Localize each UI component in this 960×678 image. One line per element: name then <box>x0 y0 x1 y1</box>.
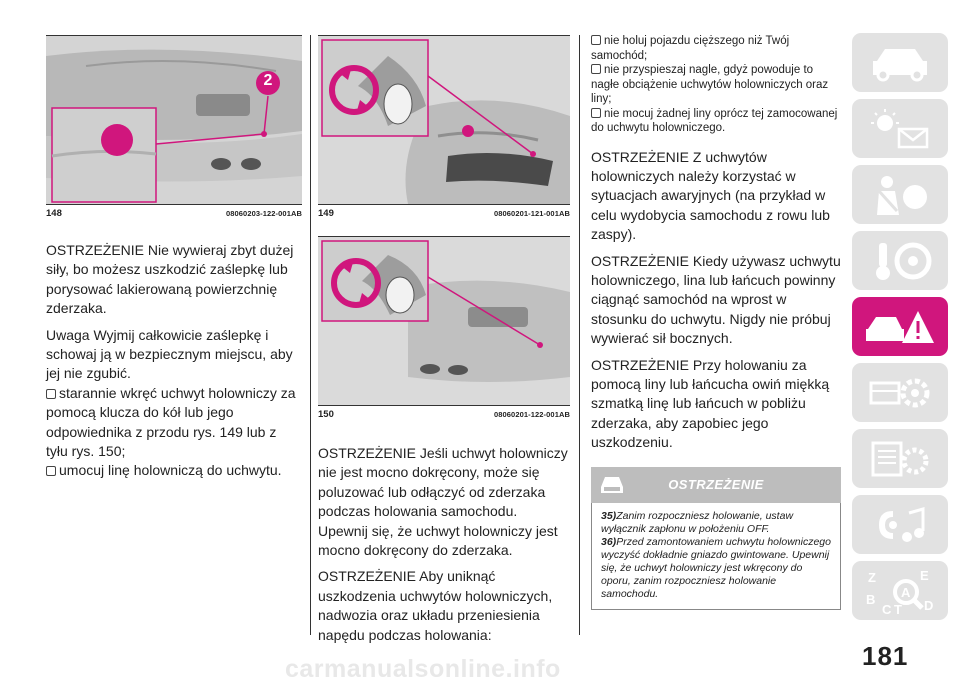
paragraph: OSTRZEŻENIE Nie wywieraj zbyt dużej siły… <box>46 242 294 317</box>
watermark: carmanualsonline.info <box>285 655 561 678</box>
warning-item: 35)Zanim rozpoczniesz holowanie, ustaw w… <box>601 509 794 535</box>
bullet-item: nie mocuj żadnej liny oprócz tej zamocow… <box>591 107 838 134</box>
key-steering-icon <box>876 242 932 280</box>
car-dashboard-icon <box>873 48 927 81</box>
tab-warning-lights[interactable] <box>852 99 948 158</box>
right-column: nie holuj pojazdu cięższego niż Twój sam… <box>591 34 841 610</box>
index-letter: A <box>901 585 911 600</box>
paragraph: OSTRZEŻENIE Przy holowaniu za pomocą lin… <box>591 356 830 451</box>
index-letter: D <box>924 598 933 613</box>
figure-149: 149 08060201-121-001AB <box>318 35 570 224</box>
index-letter: C <box>882 602 892 616</box>
page-number: 181 <box>862 641 909 671</box>
left-text: OSTRZEŻENIE Nie wywieraj zbyt dużej siły… <box>46 241 302 481</box>
figure-code: 08060203-122-001AB <box>225 209 302 218</box>
tab-index[interactable]: Z E A B C T D <box>852 561 948 620</box>
checkbox-bullet-icon <box>591 64 601 74</box>
figure-150-photo <box>318 237 570 405</box>
middle-text: OSTRZEŻENIE Jeśli uchwyt holowniczy nie … <box>318 444 570 645</box>
figure-149-caption: 149 08060201-121-001AB <box>318 204 570 224</box>
index-letter: E <box>920 568 929 583</box>
paragraph: OSTRZEŻENIE Aby uniknąć uszkodzenia uchw… <box>318 568 553 643</box>
warning-lights-icon <box>871 108 929 148</box>
figure-number: 148 <box>46 208 62 219</box>
bullet-item: nie przyspieszaj nagle, gdyż powoduje to… <box>591 64 829 105</box>
rear-hook-illustration <box>318 237 570 405</box>
paragraph: Uwaga Wyjmij całkowicie zaślepkę i schow… <box>46 326 293 382</box>
multimedia-icon <box>879 506 925 542</box>
index-letter: B <box>866 592 875 607</box>
warning-item: 36)Przed zamontowaniem uchwytu holownicz… <box>601 535 831 600</box>
bullet-item: umocuj linę holowniczą do uchwytu. <box>46 461 302 480</box>
chapter-sidebar: Z E A B C T D <box>852 33 960 627</box>
figure-number: 150 <box>318 409 334 420</box>
column-divider-2 <box>579 35 580 635</box>
bullet-list: nie holuj pojazdu cięższego niż Twój sam… <box>591 34 841 136</box>
warning-box-body: 35)Zanim rozpoczniesz holowanie, ustaw w… <box>591 502 841 610</box>
tab-key-steering[interactable] <box>852 231 948 290</box>
maintenance-icon <box>869 378 930 407</box>
middle-column: 149 08060201-121-001AB 150 <box>318 0 570 652</box>
index-icon: Z E A B C T D <box>866 568 933 616</box>
tab-breakdown[interactable] <box>852 297 948 356</box>
checkbox-bullet-icon <box>591 107 601 118</box>
figure-148: 2 148 08060203-122-001AB <box>46 35 302 224</box>
tab-maintenance[interactable] <box>852 363 948 422</box>
paragraph: OSTRZEŻENIE Z uchwytów holowniczych nale… <box>591 148 830 243</box>
figure-code: 08060201-121-001AB <box>493 209 570 218</box>
index-letter: Z <box>868 570 876 585</box>
left-column: 2 148 08060203-122-001AB OSTRZEŻENIE Nie… <box>46 0 302 481</box>
figure-150: 150 08060201-122-001AB <box>318 236 570 425</box>
figure-number: 149 <box>318 208 334 219</box>
warning-box-header: OSTRZEŻENIE <box>591 466 841 503</box>
right-text: OSTRZEŻENIE Z uchwytów holowniczych nale… <box>591 148 841 453</box>
figure-148-caption: 148 08060203-122-001AB <box>46 204 302 224</box>
breakdown-icon <box>866 310 934 343</box>
car-warning-icon <box>601 476 623 493</box>
paragraph: OSTRZEŻENIE Kiedy używasz uchwytu holown… <box>591 252 841 347</box>
checkbox-bullet-icon <box>46 388 56 399</box>
column-divider-1 <box>310 35 311 635</box>
rear-bumper-illustration <box>46 36 302 204</box>
figure-149-photo <box>318 36 570 204</box>
technical-data-icon <box>871 441 929 476</box>
figure-code: 08060201-122-001AB <box>493 410 570 419</box>
figure-150-caption: 150 08060201-122-001AB <box>318 405 570 425</box>
checkbox-bullet-icon <box>46 466 56 477</box>
tab-technical-data[interactable] <box>852 429 948 488</box>
tab-multimedia[interactable] <box>852 495 948 554</box>
bullet-item: starannie wkręć uchwyt holowniczy za pom… <box>46 384 296 460</box>
tab-car-dashboard[interactable] <box>852 33 948 92</box>
seatbelt-airbag-icon <box>877 175 927 215</box>
index-letter: T <box>894 602 902 616</box>
paragraph: OSTRZEŻENIE Jeśli uchwyt holowniczy nie … <box>318 445 568 559</box>
figure-148-photo: 2 <box>46 36 302 204</box>
front-bumper-illustration <box>318 36 570 204</box>
warning-box-title: OSTRZEŻENIE <box>668 476 764 492</box>
tab-seatbelt-airbag[interactable] <box>852 165 948 224</box>
bullet-item: nie holuj pojazdu cięższego niż Twój sam… <box>591 35 790 62</box>
checkbox-bullet-icon <box>591 35 601 45</box>
callout-number: 2 <box>263 72 273 89</box>
